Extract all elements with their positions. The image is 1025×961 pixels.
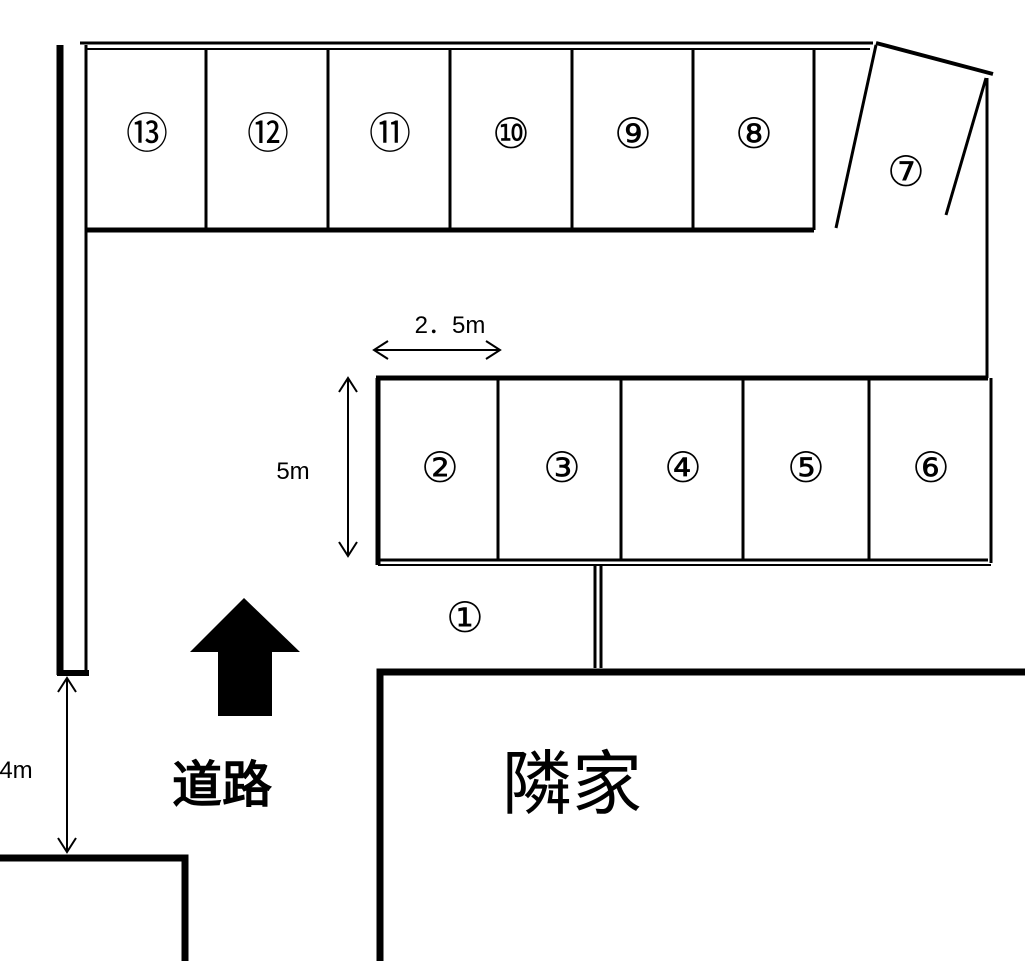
neighbor-house-label: 隣家 (502, 743, 642, 825)
spot-10-number: ⑩ (492, 109, 530, 158)
spot-depth-label: 5m (276, 458, 309, 485)
spot-5-number: ⑤ (787, 443, 825, 492)
spot-7-dividers (834, 44, 988, 229)
bottom-left-building (0, 854, 189, 961)
spot-8-number: ⑧ (735, 109, 773, 158)
spot-2-number: ② (421, 443, 459, 492)
spot-4-number: ④ (664, 443, 702, 492)
spot-1-number: ① (446, 593, 484, 642)
right-boundary (985, 78, 993, 563)
road-width-arrow (57, 676, 77, 854)
spot-3-number: ③ (543, 443, 581, 492)
neighbor-house-boundary (376, 668, 1025, 961)
spot-13-number: ⑬ (126, 109, 168, 158)
road-width-label: 4m (0, 757, 33, 784)
spot-width-arrow (372, 340, 502, 360)
spot-12-number: ⑫ (247, 109, 289, 158)
spot-9-number: ⑨ (614, 109, 652, 158)
road-direction-arrow-icon (190, 598, 300, 716)
top-parking-row (86, 49, 816, 233)
spot-6-number: ⑥ (912, 443, 950, 492)
top-boundary (80, 41, 994, 76)
spot-11-number: ⑪ (369, 109, 411, 158)
spot-7-number: ⑦ (887, 147, 925, 196)
middle-parking-row (375, 375, 991, 668)
road-label: 道路 (172, 756, 273, 814)
spot-depth-arrow (338, 376, 358, 558)
left-wall (56, 45, 89, 676)
spot-width-label: 2．5m (415, 312, 486, 339)
